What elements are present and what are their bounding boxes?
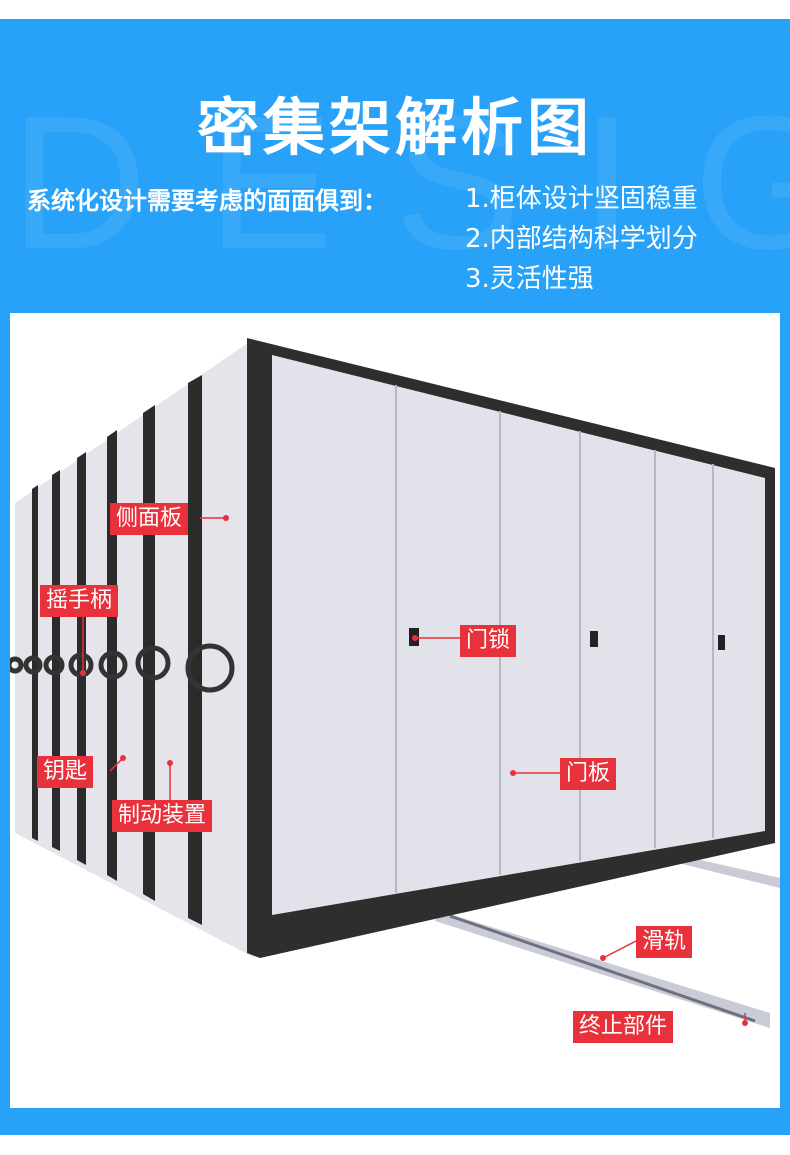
- feature-item: 1.柜体设计坚固稳重: [465, 184, 698, 214]
- watermark: DESIGN: [10, 77, 790, 289]
- label-side-panel: 侧面板: [110, 503, 189, 535]
- leader-lines: [82, 517, 746, 1023]
- rail-groove: [449, 914, 756, 1023]
- rail-bar: [670, 853, 780, 888]
- feature-item: 3.灵活性强: [465, 264, 594, 294]
- label-brake: 制动装置: [112, 800, 213, 832]
- label-end-stop: 终止部件: [573, 1011, 674, 1043]
- label-handle: 摇手柄: [40, 585, 119, 617]
- feature-list: 1.柜体设计坚固稳重 2.内部结构科学划分 3.灵活性强: [465, 179, 698, 299]
- label-key: 钥匙: [37, 756, 94, 788]
- feature-item: 2.内部结构科学划分: [465, 224, 698, 254]
- page-title: 密集架解析图: [196, 91, 593, 164]
- product-diagram: 侧面板 摇手柄 钥匙 制动装置 门锁 门板 滑轨 终止部件: [10, 313, 780, 1108]
- cabinet-illustration: [10, 338, 780, 1028]
- label-door-panel: 门板: [560, 758, 617, 790]
- door-area: [272, 355, 765, 915]
- lead-text: 系统化设计需要考虑的面面俱到：: [27, 187, 387, 215]
- label-rail: 滑轨: [636, 926, 693, 958]
- label-door-lock: 门锁: [460, 625, 517, 657]
